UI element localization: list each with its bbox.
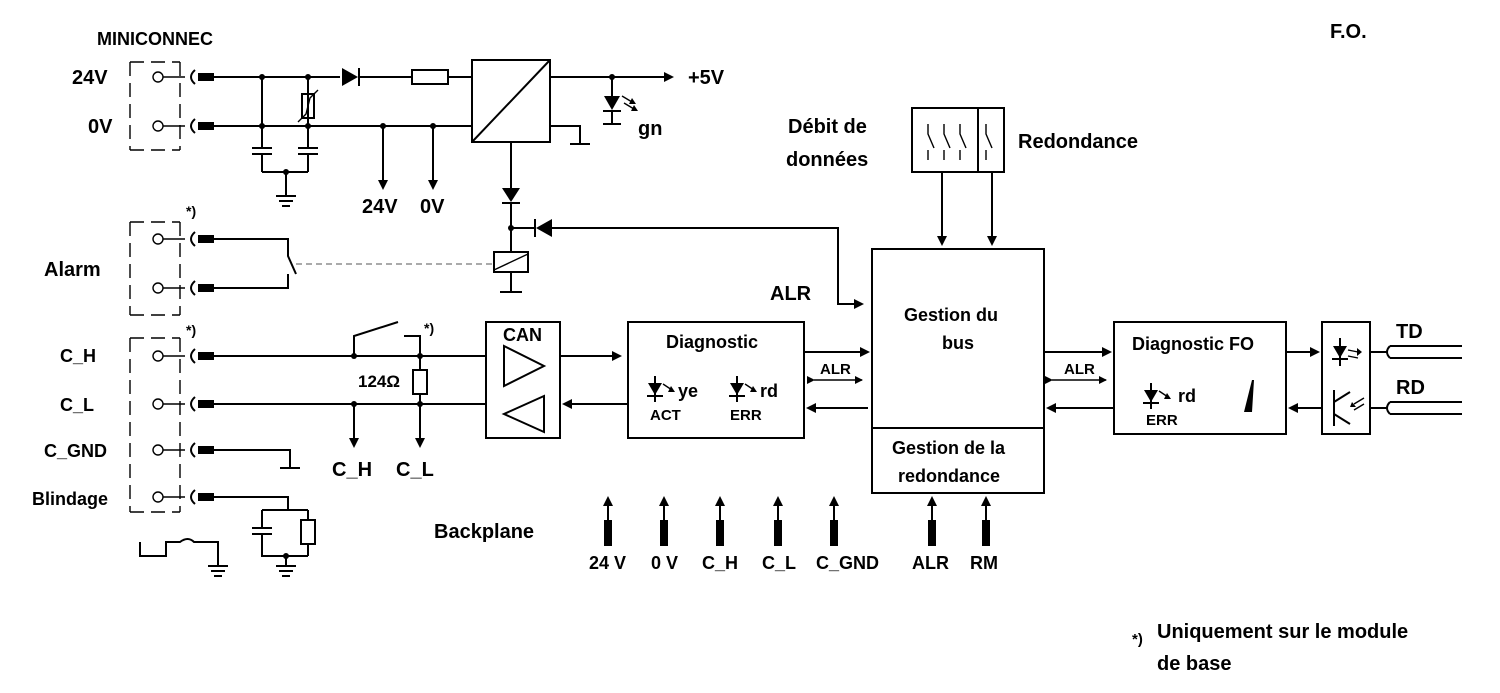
- backplane-pin-24v: [603, 496, 613, 546]
- led-err-icon: [729, 376, 757, 402]
- resistor-label: 124Ω: [358, 372, 400, 391]
- terminal-shield-label: Blindage: [32, 489, 108, 509]
- fo-led-rd-label: rd: [1178, 386, 1196, 406]
- plus5v-output: [550, 72, 674, 125]
- fiber-td-label: TD: [1396, 321, 1423, 343]
- data-rate-line2: données: [786, 149, 868, 171]
- diag-fo-title: Diagnostic FO: [1132, 334, 1254, 354]
- alarm-label: Alarm: [44, 259, 101, 281]
- relay-coil: [493, 251, 529, 293]
- relay-supply: [502, 142, 862, 304]
- terminal-cl-label: C_L: [60, 395, 94, 415]
- can-block-title: CAN: [503, 325, 542, 345]
- terminal-0v-label: 0V: [88, 116, 113, 138]
- backplane-pin-label: C_H: [702, 553, 738, 573]
- diag-fo-block: [1113, 321, 1287, 435]
- redundancy-line1: Gestion de la: [892, 438, 1006, 458]
- footnote-line1: Uniquement sur le module: [1157, 621, 1408, 643]
- dip-switches: [911, 107, 1005, 246]
- alarm-terminal-1: [152, 231, 214, 247]
- footnote-line2: de base: [1157, 653, 1231, 675]
- terminal-24v-label: 24V: [72, 67, 108, 89]
- terminal-ch: [152, 348, 214, 364]
- can-out-cl-label: C_L: [396, 459, 434, 481]
- out-24v-label: 24V: [362, 196, 398, 218]
- led-act-icon: [647, 376, 675, 402]
- backplane-pin-label: C_L: [762, 553, 796, 573]
- can-block: [485, 321, 628, 439]
- backplane-pin-label: ALR: [912, 553, 949, 573]
- input-diode: [342, 68, 412, 86]
- plus5v-label: +5V: [688, 67, 725, 89]
- alr-link-label-2: ALR: [1064, 361, 1095, 378]
- fiber-rd-label: RD: [1396, 377, 1425, 399]
- out-0v-label: 0V: [420, 196, 445, 218]
- alr-link-label-1: ALR: [820, 361, 851, 378]
- connector-frames: [129, 61, 181, 513]
- terminal-0v: [152, 118, 214, 134]
- terminal-ch-label: C_H: [60, 346, 96, 366]
- terminal-24v: [152, 69, 214, 85]
- backplane-pin-0v: [659, 496, 669, 546]
- backplane-pin-label: RM: [970, 553, 998, 573]
- terminal-shield: [152, 489, 214, 505]
- led-rd-label: rd: [760, 381, 778, 401]
- diagnostic-title: Diagnostic: [666, 332, 758, 352]
- fo-led-err-label: ERR: [1146, 412, 1178, 429]
- footnote-mark: *): [1132, 631, 1143, 648]
- fiber-rd: [1370, 401, 1462, 415]
- optical-transceiver: [1321, 321, 1371, 435]
- star-can: *): [186, 322, 196, 338]
- data-rate-line1: Débit de: [788, 116, 867, 138]
- diagram-title: F.O.: [1330, 21, 1367, 43]
- redundancy-switch-label: Redondance: [1018, 131, 1138, 153]
- terminal-cgnd-label: C_GND: [44, 441, 107, 461]
- backplane-pin-ch: [715, 496, 725, 546]
- alarm-contact: [214, 238, 494, 289]
- power-rails: [214, 74, 472, 207]
- backplane-pin-label: C_GND: [816, 553, 879, 573]
- alr-label: ALR: [770, 283, 812, 305]
- pe-connector: [139, 538, 228, 577]
- signal-level-icon: [1244, 380, 1254, 412]
- backplane-pin-rm: [981, 496, 991, 546]
- bus-fo-links: [1044, 347, 1114, 413]
- diag-bus-links: [804, 347, 870, 413]
- alarm-terminal-2: [152, 280, 214, 296]
- shield-network: [252, 509, 316, 577]
- led-ye-label: ye: [678, 381, 698, 401]
- backplane-pin-label: 0 V: [651, 553, 678, 573]
- led-gn-label: gn: [638, 118, 662, 140]
- bus-line1: Gestion du: [904, 305, 998, 325]
- star-alarm: *): [186, 203, 196, 219]
- redundancy-line2: redondance: [898, 466, 1000, 486]
- dcdc-converter: [471, 59, 590, 145]
- fuse: [411, 69, 449, 85]
- terminal-cgnd: [152, 442, 214, 458]
- bus-line2: bus: [942, 333, 974, 353]
- backplane-pin-alr: [927, 496, 937, 546]
- bus-block: [871, 248, 1045, 494]
- miniconnec-label: MINICONNEC: [97, 29, 213, 49]
- fo-led-icon: [1143, 383, 1171, 409]
- diagnostic-block: [627, 321, 805, 439]
- backplane-label: Backplane: [434, 521, 534, 543]
- backplane-pin-label: 24 V: [589, 553, 626, 573]
- fiber-td: [1370, 345, 1462, 359]
- star-resistor: *): [424, 320, 434, 336]
- can-out-ch-label: C_H: [332, 459, 372, 481]
- led-act-label: ACT: [650, 407, 681, 424]
- backplane-pin-cl: [773, 496, 783, 546]
- led-err-label: ERR: [730, 407, 762, 424]
- backplane-pin-cgnd: [829, 496, 839, 546]
- terminal-cl: [152, 396, 214, 412]
